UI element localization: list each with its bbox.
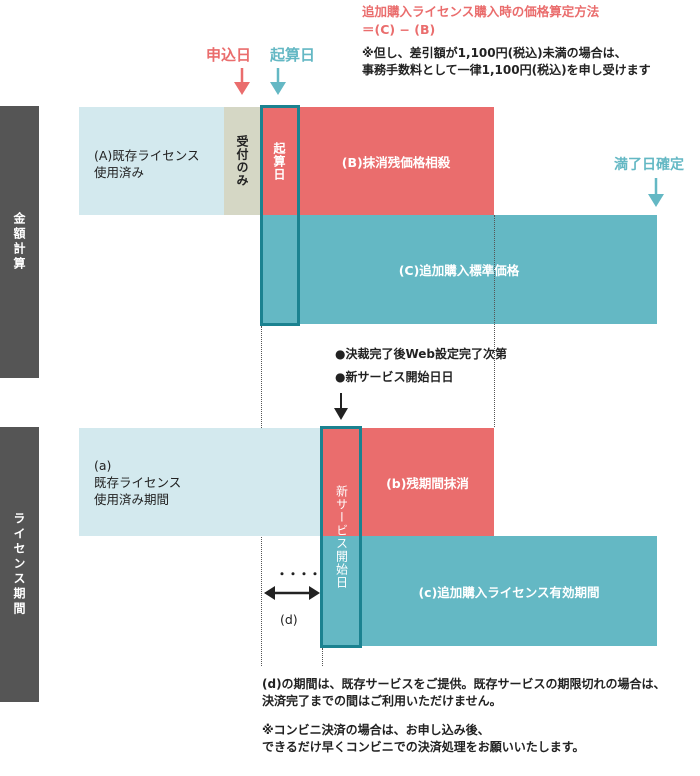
remaining-cancel-label: (b)残期間抹消 bbox=[386, 475, 469, 491]
middle-note-line2: ●新サービス開始日日 bbox=[335, 370, 454, 384]
footer-line4: できるだけ早くコンビニでの決済処理をお願いいたします。 bbox=[262, 740, 585, 754]
sidebar-period-label: ライセンス期間 bbox=[12, 512, 26, 617]
start-day-label: 起算日 bbox=[272, 141, 286, 181]
footer-line3: ※コンビニ決済の場合は、お申し込み後、 bbox=[262, 723, 490, 737]
offset-block: (B)抹消残価格相殺 bbox=[298, 107, 494, 215]
additional-period-label: (c)追加購入ライセンス有効期間 bbox=[418, 584, 600, 600]
used-license-block: (A)既存ライセンス 使用済み bbox=[79, 107, 224, 215]
start-date-label: 起算日 bbox=[270, 46, 316, 64]
formula-title: 追加購入ライセンス購入時の価格算定方法 bbox=[362, 4, 600, 19]
additional-period-block: (c)追加購入ライセンス有効期間 bbox=[361, 536, 657, 646]
footer-line1: (d)の期間は、既存サービスをご提供。既存サービスの期限切れの場合は、 bbox=[262, 677, 666, 691]
new-service-start-bottom-block bbox=[323, 536, 361, 646]
new-service-start-outline bbox=[320, 426, 362, 648]
offset-label: (B)抹消残価格相殺 bbox=[341, 154, 451, 170]
new-service-arrow-icon bbox=[334, 393, 348, 420]
fee-note-line2: 事務手数料として一律1,100円(税込)を申し受けます bbox=[362, 63, 651, 77]
guide-line-new-start bbox=[322, 648, 323, 666]
remaining-cancel-block: (b)残期間抹消 bbox=[361, 428, 494, 536]
start-day-block: 起算日 bbox=[261, 107, 298, 215]
used-period-block: (a) 既存ライセンス 使用済み期間 bbox=[79, 428, 323, 536]
middle-note-line1: ●決裁完了後Web設定完了次第 bbox=[335, 347, 508, 361]
used-license-label-line2: 使用済み bbox=[94, 165, 145, 180]
accept-only-label: 受付のみ bbox=[235, 135, 249, 187]
used-period-label-line1: (a) bbox=[94, 458, 112, 473]
additional-price-block: (C)追加購入標準価格 bbox=[261, 215, 657, 324]
new-service-start-column: 新サービス開始日 bbox=[323, 428, 361, 646]
new-service-start-label: 新サービス開始日 bbox=[334, 485, 349, 589]
used-period-label-line3: 使用済み期間 bbox=[94, 492, 170, 507]
fee-note-line1: ※但し、差引額が1,100円(税込)未満の場合は、 bbox=[362, 46, 627, 60]
guide-line-offset-end bbox=[494, 215, 495, 427]
apply-date-arrow-icon bbox=[234, 68, 250, 95]
end-date-fixed-label: 満了日確定 bbox=[614, 157, 684, 173]
new-service-start-top-block bbox=[323, 428, 361, 536]
start-date-arrow-icon bbox=[270, 68, 286, 95]
d-label: (d) bbox=[280, 612, 298, 627]
used-license-label-line1: (A)既存ライセンス bbox=[94, 148, 200, 163]
sidebar-amount-label: 金額計算 bbox=[12, 212, 26, 272]
accept-only-block: 受付のみ bbox=[224, 107, 261, 215]
additional-price-label: (C)追加購入標準価格 bbox=[398, 263, 520, 278]
ellipsis-marker: ・・・・ bbox=[276, 567, 321, 581]
footer-line2: 決済完了までの間はご利用いただけません。 bbox=[262, 694, 502, 708]
sidebar-period: ライセンス期間 bbox=[0, 427, 39, 702]
sidebar-amount: 金額計算 bbox=[0, 106, 39, 378]
end-date-arrow-icon bbox=[648, 178, 664, 207]
start-day-outline bbox=[260, 105, 300, 326]
d-interval-arrow-icon bbox=[264, 586, 320, 600]
used-period-label-line2: 既存ライセンス bbox=[94, 475, 182, 490]
formula: ＝(C) − (B) bbox=[362, 22, 436, 37]
apply-date-label: 申込日 bbox=[206, 46, 252, 64]
